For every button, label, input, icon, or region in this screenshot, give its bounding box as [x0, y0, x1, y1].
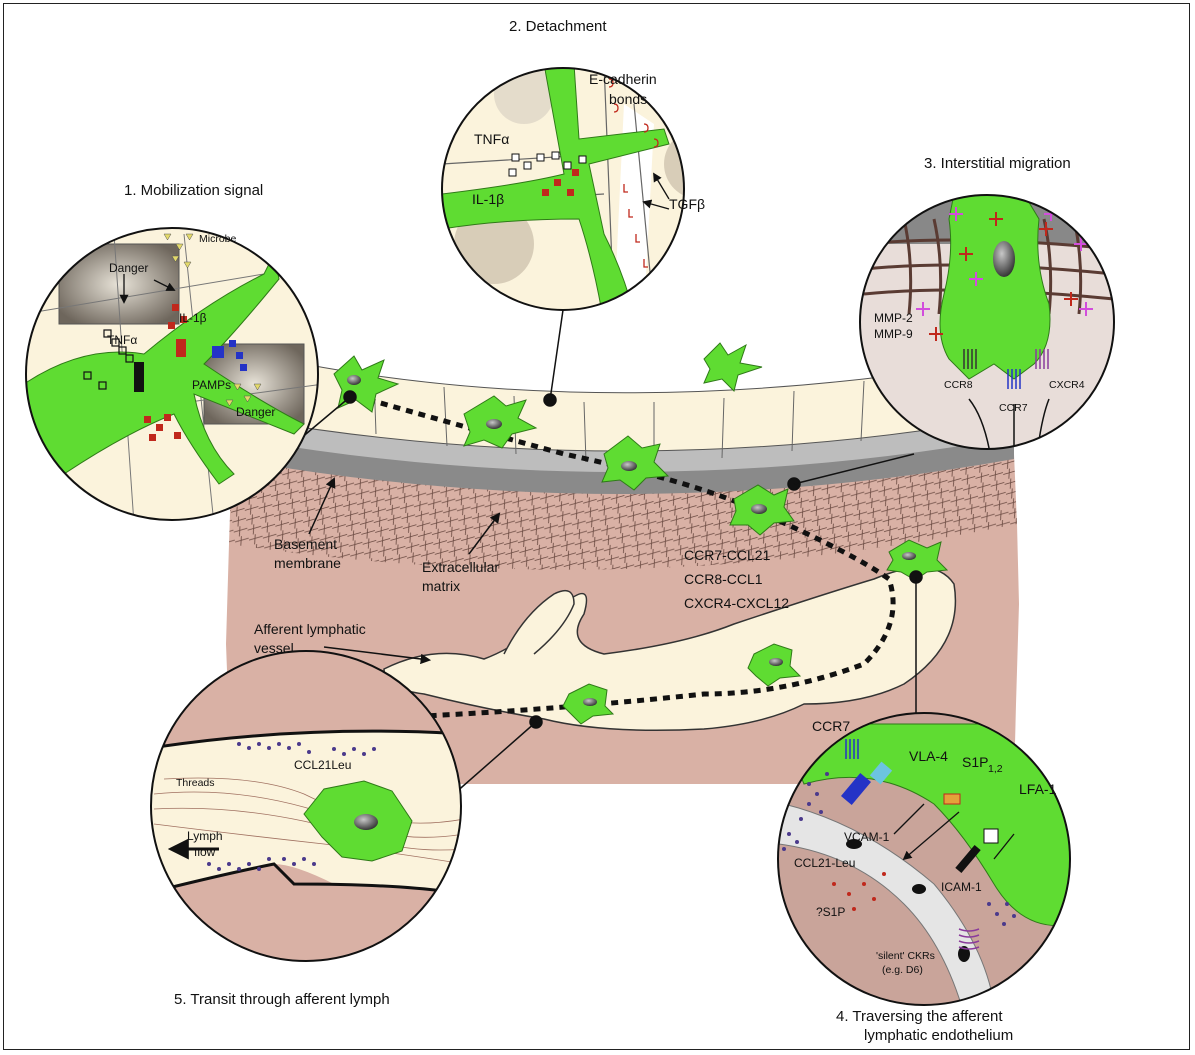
svg-text:MMP-9: MMP-9 [874, 327, 913, 341]
svg-text:VLA-4: VLA-4 [909, 748, 948, 764]
dendritic-cell-body [939, 195, 1051, 380]
migration-path [304, 393, 896, 719]
svg-text:1,2: 1,2 [988, 763, 1003, 775]
svg-text:Danger: Danger [109, 261, 148, 275]
basement-membrane-label: Basement [274, 536, 337, 552]
svg-text:PAMPs: PAMPs [192, 378, 231, 392]
svg-text:MMP-2: MMP-2 [874, 311, 913, 325]
svg-text:LFA-1: LFA-1 [1019, 781, 1057, 797]
lymphatic-vessel-label: Afferent lymphatic [254, 621, 366, 637]
callout-connectors [293, 309, 923, 795]
svg-text:TGFβ: TGFβ [669, 196, 705, 212]
chemokine-pair: CXCR4-CXCL12 [684, 595, 789, 611]
basement-membrane [232, 434, 1014, 494]
panel-interstitial-migration: 3. Interstitial migration MMP-2 MMP-9 CC… [859, 155, 1115, 450]
svg-text:?S1P: ?S1P [816, 905, 845, 919]
dendritic-cell [703, 342, 763, 392]
ecm-label: Extracellular [422, 559, 499, 575]
svg-text:CCL21Leu: CCL21Leu [294, 758, 351, 772]
svg-text:'silent' CKRs: 'silent' CKRs [876, 950, 935, 962]
dendritic-cell-body [442, 68, 670, 310]
svg-text:lymphatic endothelium: lymphatic endothelium [864, 1027, 1013, 1044]
svg-text:IL-1β: IL-1β [472, 191, 504, 207]
svg-text:CCL21-Leu: CCL21-Leu [794, 856, 855, 870]
diagram-canvas: Basement membrane Extracellular matrix A… [25, 18, 1115, 1044]
svg-text:Microbe: Microbe [199, 233, 237, 245]
svg-text:CCR7: CCR7 [812, 718, 850, 734]
panel-1-title: 1. Mobilization signal [124, 182, 263, 199]
svg-text:Danger: Danger [236, 405, 275, 419]
svg-text:VCAM-1: VCAM-1 [844, 830, 890, 844]
svg-text:CXCR4: CXCR4 [1049, 379, 1085, 391]
afferent-lymphatic-vessel [383, 567, 957, 731]
panel-traversing-endothelium: CCR7 VLA-4 S1P 1,2 LFA-1 VCAM-1 ICAM-1 C… [777, 712, 1071, 1044]
figure-frame: Basement membrane Extracellular matrix A… [3, 3, 1190, 1050]
svg-text:flow: flow [194, 845, 216, 859]
dendritic-cell [886, 539, 949, 581]
svg-text:bonds: bonds [609, 91, 647, 107]
svg-text:Lymph: Lymph [187, 829, 223, 843]
svg-text:membrane: membrane [274, 555, 341, 571]
svg-text:CCR8: CCR8 [944, 379, 973, 391]
svg-text:matrix: matrix [422, 578, 460, 594]
panel-3-title: 3. Interstitial migration [924, 155, 1071, 172]
panel-2-title: 2. Detachment [509, 18, 607, 35]
svg-text:CCR7: CCR7 [999, 402, 1028, 414]
svg-text:S1P: S1P [962, 754, 988, 770]
svg-text:TNFα: TNFα [107, 333, 137, 347]
svg-text:IL-1β: IL-1β [179, 311, 207, 325]
svg-text:E-cadherin: E-cadherin [589, 71, 657, 87]
svg-text:TNFα: TNFα [474, 131, 509, 147]
chemokine-pair: CCR7-CCL21 [684, 547, 771, 563]
tissue-labels: Basement membrane Extracellular matrix A… [254, 477, 789, 665]
chemokine-pair: CCR8-CCL1 [684, 571, 763, 587]
panel-4-title: 4. Traversing the afferent [836, 1008, 1003, 1025]
panel-afferent-lymph-transit: CCL21Leu Threads Lymph flow 5. Transit t… [150, 650, 462, 1008]
panel-detachment: 2. Detachment E-cadherin bonds TNFα IL-1… [441, 18, 705, 311]
svg-text:ICAM-1: ICAM-1 [941, 880, 982, 894]
panel-5-title: 5. Transit through afferent lymph [174, 991, 390, 1008]
panel-mobilization-signal: 1. Mobilization signal Microbe Danger TN… [25, 182, 319, 521]
svg-text:Threads: Threads [176, 777, 215, 789]
svg-text:(e.g. D6): (e.g. D6) [882, 964, 923, 976]
dendritic-cell-body [26, 252, 305, 485]
